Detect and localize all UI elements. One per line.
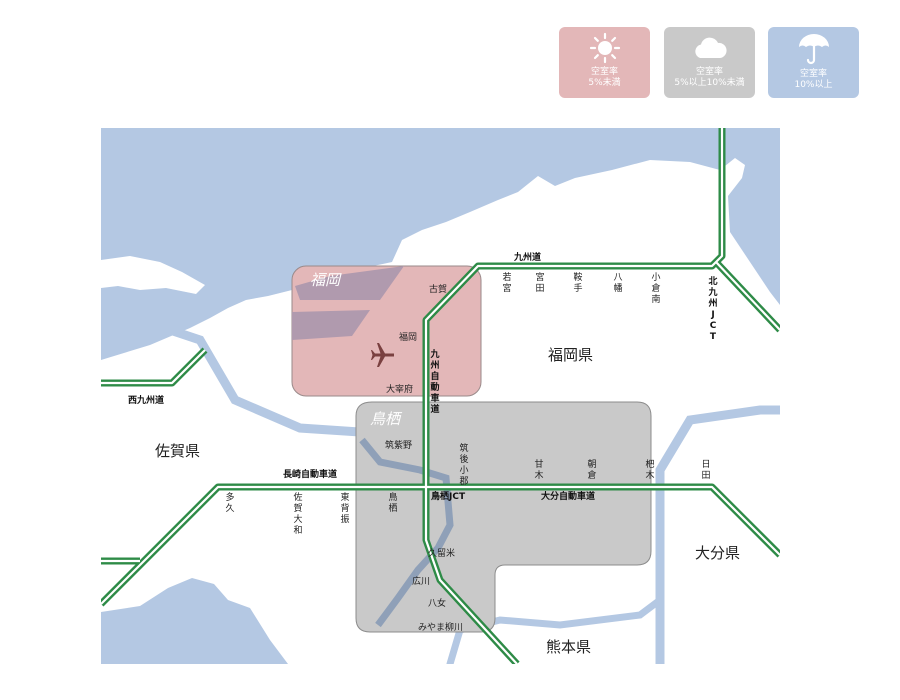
pref-kumamoto: 熊本県	[546, 638, 591, 656]
ic-hita: 日田	[701, 459, 710, 481]
island	[101, 256, 205, 294]
river-south	[446, 596, 664, 664]
ic-miyata: 宮田	[535, 271, 544, 294]
place-chikushino: 筑紫野	[385, 439, 412, 451]
ic-kokuraminami: 小倉南	[651, 272, 660, 305]
place-miyama-yanagawa: みやま柳川	[418, 621, 463, 633]
umbrella-icon	[798, 34, 829, 65]
pref-oita: 大分県	[695, 544, 740, 562]
pref-saga: 佐賀県	[155, 442, 200, 460]
legend-item-mid-vacancy: 空室率 5%以上10%未満	[664, 27, 755, 98]
ic-tosu: 鳥栖	[388, 491, 397, 514]
hakata-bay-overlay	[295, 266, 404, 300]
ic-asakura: 朝倉	[587, 459, 596, 481]
ic-haki: 杷木	[645, 458, 654, 481]
airplane-icon	[371, 343, 394, 367]
road-nagasaki: 長崎自動車道	[283, 468, 337, 480]
legend-line1: 空室率	[799, 69, 827, 79]
legend-line1: 空室率	[590, 67, 618, 77]
legend-line2: 5%以上10%未満	[674, 78, 745, 88]
place-hirokawa: 広川	[412, 575, 430, 587]
ariake-sea	[101, 578, 288, 664]
place-tosu-jct: 鳥栖JCT	[431, 490, 466, 502]
ic-yahata: 八幡	[613, 273, 622, 294]
legend-line2: 5%未満	[588, 78, 621, 88]
river-east	[655, 405, 780, 664]
area-tosu	[355, 401, 652, 633]
place-yame: 八女	[428, 597, 446, 609]
road-kyushu-do: 九州道	[513, 251, 541, 263]
road-oita: 大分自動車道	[541, 490, 595, 502]
place-dazaifu: 大宰府	[386, 383, 413, 395]
road-kyushu-expressway: 九州自動車道	[429, 348, 439, 415]
place-kurume: 久留米	[428, 547, 455, 559]
hakata-bay-overlay-2	[292, 310, 370, 340]
ic-kurate: 鞍手	[573, 271, 582, 294]
ic-higashisefuri: 東背振	[340, 491, 349, 525]
legend-item-low-vacancy: 空室率 5%未満	[559, 27, 650, 98]
chikugo-river	[359, 437, 454, 628]
road-nishi-kyushu: 西九州道	[128, 394, 164, 406]
legend-item-high-vacancy: 空室率 10%以上	[768, 27, 859, 98]
pref-fukuoka: 福岡県	[548, 346, 593, 364]
sun-icon	[589, 32, 620, 64]
area-name-tosu: 鳥栖	[370, 410, 403, 428]
ic-saga-yamato: 佐賀大和	[293, 491, 302, 536]
place-koga: 古賀	[429, 283, 447, 295]
cloud-icon	[694, 37, 727, 58]
legend-line1: 空室率	[695, 67, 723, 77]
ic-amagi: 甘木	[534, 458, 543, 481]
place-fukuoka: 福岡	[399, 331, 417, 343]
legend-line2: 10%以上	[794, 80, 833, 90]
ic-chikugo-ogori: 筑後小郡	[459, 442, 468, 487]
ic-wakamiya: 若宮	[502, 271, 511, 294]
ic-taku: 多久	[225, 491, 234, 514]
area-name-fukuoka: 福岡	[310, 271, 342, 289]
creek	[518, 153, 562, 177]
